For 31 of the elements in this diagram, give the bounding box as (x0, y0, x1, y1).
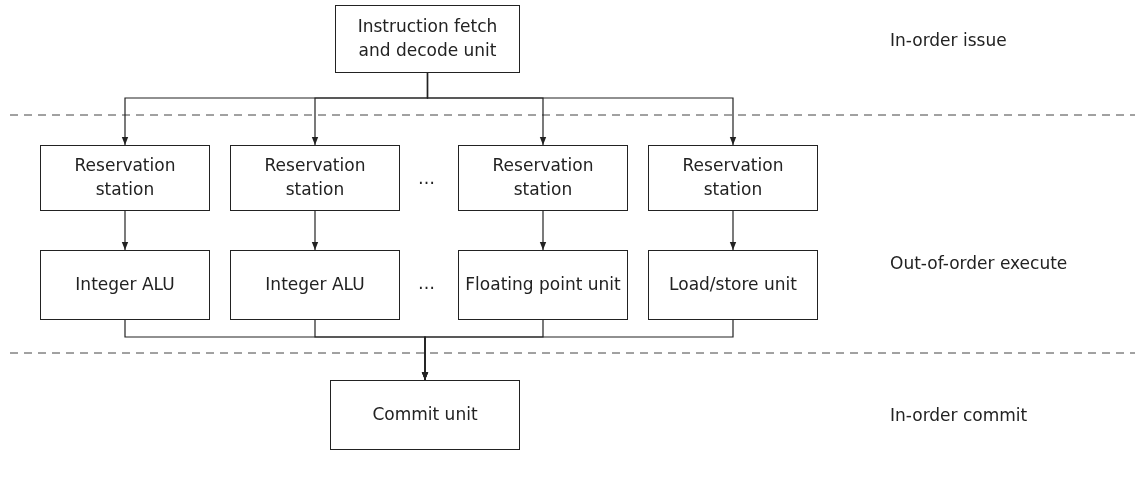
arrow (539, 210, 547, 251)
process-box (458, 145, 628, 211)
stage-label: In-order issue (890, 30, 1007, 50)
node-text: Instruction fetch and decode unit (356, 15, 499, 62)
process-box (458, 250, 628, 320)
process-box (330, 380, 520, 450)
node-text: Reservation station (263, 154, 367, 201)
process-box (40, 145, 210, 211)
node-text: Commit unit (372, 403, 478, 427)
node-text: Floating point unit (465, 273, 621, 297)
process-box (230, 250, 400, 320)
node-text: Integer ALU (265, 273, 365, 297)
process-box (40, 250, 210, 320)
node-text: Reservation station (681, 154, 785, 201)
ellipsis: … (418, 168, 435, 188)
arrow (311, 210, 319, 251)
arrow (421, 319, 734, 381)
process-box (648, 145, 818, 211)
arrow (426, 72, 737, 146)
arrow (121, 210, 129, 251)
process-box (648, 250, 818, 320)
ellipsis: … (418, 273, 435, 293)
node-text: Reservation station (73, 154, 177, 201)
stage-label: In-order commit (890, 405, 1028, 425)
process-box (335, 5, 520, 73)
node-text: Integer ALU (75, 273, 175, 297)
process-box (230, 145, 400, 211)
node-text: Load/store unit (669, 273, 797, 297)
arrow (729, 210, 737, 251)
stage-label: Out-of-order execute (890, 253, 1068, 273)
node-text: Reservation station (491, 154, 595, 201)
